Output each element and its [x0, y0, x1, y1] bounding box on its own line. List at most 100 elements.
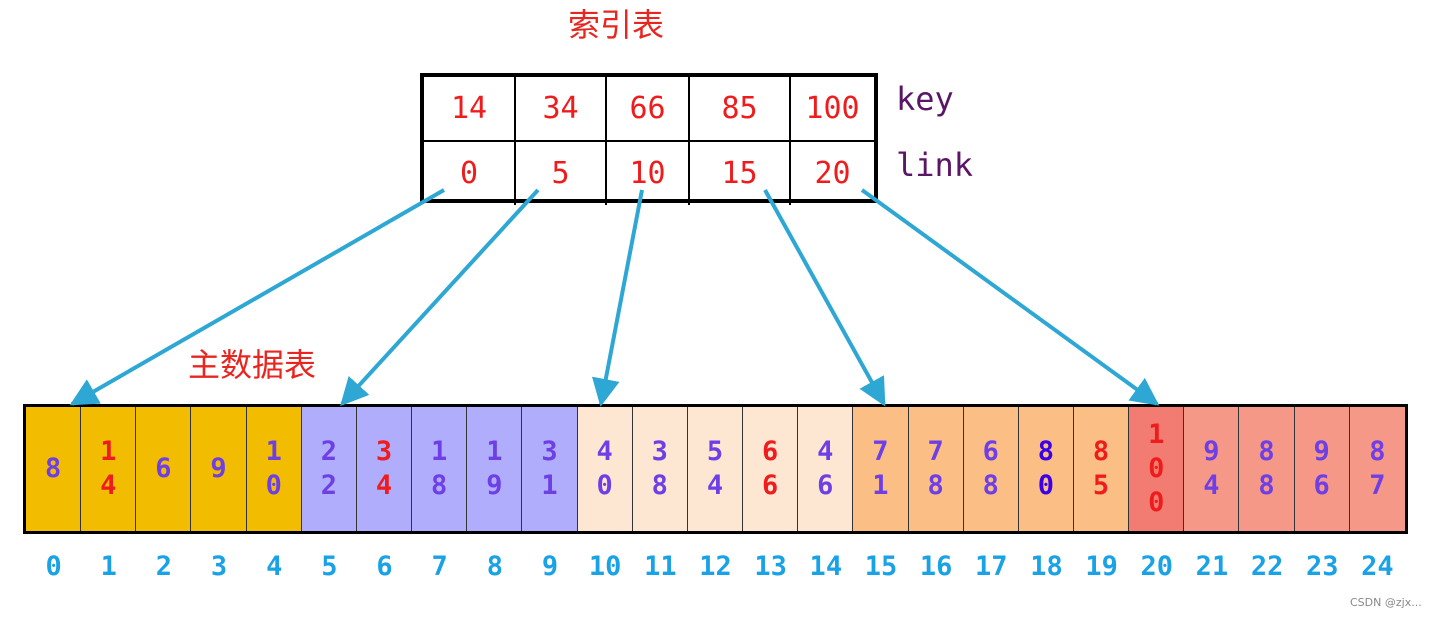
position-label: 15 — [864, 551, 898, 582]
index-key-row: 14 34 66 85 100 — [424, 77, 874, 142]
index-link-cell: 5 — [516, 142, 607, 205]
position-label: 18 — [1030, 551, 1063, 582]
link-arrow — [591, 189, 644, 407]
position-label: 17 — [975, 551, 1008, 582]
position-label: 6 — [376, 551, 393, 582]
position-label: 24 — [1361, 551, 1394, 582]
position-label: 4 — [266, 551, 283, 582]
position-label: 3 — [210, 551, 228, 582]
position-label: 12 — [699, 551, 732, 582]
position-label: 16 — [919, 551, 953, 582]
link-arrow — [69, 188, 445, 406]
position-label: 23 — [1305, 551, 1339, 582]
index-key-cell: 85 — [690, 77, 791, 140]
position-label: 9 — [541, 551, 559, 582]
main-table-title: 主数据表 — [188, 346, 317, 384]
main-table-value: 8 — [44, 453, 62, 484]
position-label: 21 — [1195, 551, 1229, 582]
key-row-label: key — [896, 80, 954, 118]
main-table-cell: 9 — [191, 407, 247, 531]
index-link-cell: 20 — [814, 156, 851, 191]
index-key-cell: 34 — [516, 77, 607, 140]
main-table-cell: 8 — [26, 407, 82, 531]
main-table-cell: 6 — [136, 407, 192, 531]
index-key-cell: 14 — [424, 77, 516, 140]
position-label: 19 — [1085, 551, 1118, 582]
index-link-cell: 15 — [690, 142, 791, 205]
link-row-label: link — [896, 146, 974, 184]
position-label: 13 — [754, 551, 787, 582]
position-label: 10 — [588, 551, 622, 582]
watermark: CSDN @zjx... — [1350, 596, 1422, 609]
position-label: 5 — [321, 551, 338, 582]
link-arrow — [340, 188, 540, 407]
position-label: 8 — [486, 551, 503, 582]
main-table-value: 6 — [155, 453, 172, 484]
link-arrow — [860, 188, 1160, 406]
index-link-cell: 10 — [607, 142, 690, 205]
main-table-value: 9 — [210, 453, 227, 484]
position-label: 0 — [45, 551, 62, 582]
index-table: 14 34 66 85 100 0 5 10 15 20 — [420, 73, 878, 205]
index-key-cell: 66 — [607, 77, 690, 140]
position-label: 14 — [809, 551, 843, 582]
index-link-cell: 0 — [424, 142, 516, 205]
position-label: 22 — [1250, 551, 1284, 582]
position-label: 20 — [1140, 551, 1174, 582]
position-label: 7 — [431, 551, 448, 582]
position-label: 1 — [100, 551, 117, 582]
link-arrow — [763, 189, 886, 407]
index-key-cell: 100 — [805, 91, 860, 126]
index-link-row: 0 5 10 15 20 — [424, 142, 874, 205]
position-label: 2 — [155, 551, 173, 582]
position-label: 11 — [644, 551, 677, 582]
index-table-title: 索引表 — [568, 6, 665, 44]
